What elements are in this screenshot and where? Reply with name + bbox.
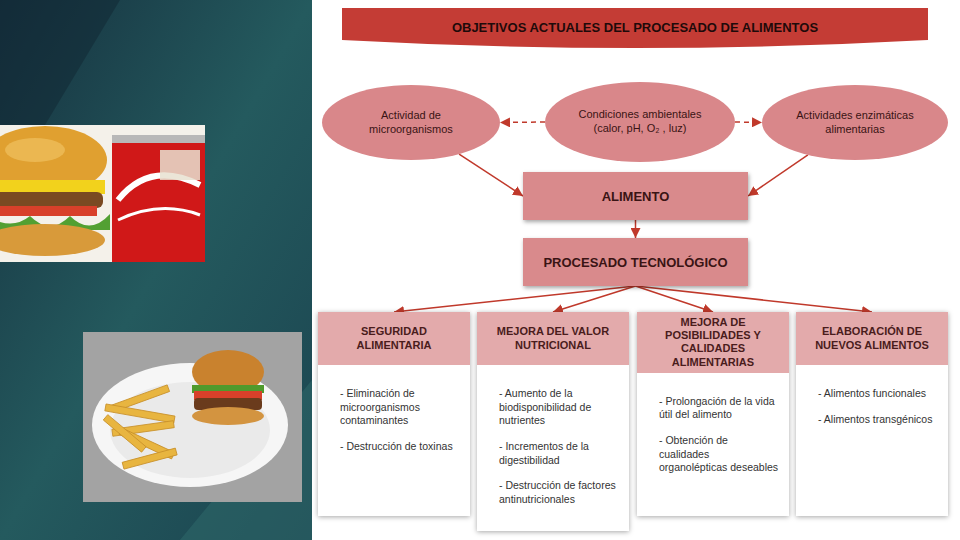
card-heading: MEJORA DEL VALOR NUTRICIONAL xyxy=(483,325,623,351)
objective-card: MEJORA DEL VALOR NUTRICIONAL - Aumento de… xyxy=(477,312,629,531)
flow-arrow xyxy=(553,286,636,312)
objective-item: - Incrementos de la digestibilidad xyxy=(499,440,619,467)
card-header: SEGURIDAD ALIMENTARIA xyxy=(318,312,470,365)
factor-ellipse: Actividades enzimáticas alimentarias xyxy=(762,85,948,160)
objective-item: - Obtención de cualidades organolépticas… xyxy=(659,434,779,475)
objective-card: ELABORACIÓN DE NUEVOS ALIMENTOS - Aliment… xyxy=(796,312,948,516)
card-heading: SEGURIDAD ALIMENTARIA xyxy=(324,325,464,351)
side-panel xyxy=(0,0,312,540)
card-body: - Prolongación de la vida útil del alime… xyxy=(637,373,789,495)
process-label: ALIMENTO xyxy=(602,189,670,204)
flow-arrow xyxy=(394,286,636,312)
card-header: MEJORA DE POSIBILIDADES Y CALIDADES ALIM… xyxy=(637,312,789,373)
flow-arrow xyxy=(748,155,808,196)
diagram-title: OBJETIVOS ACTUALES DEL PROCESADO DE ALIM… xyxy=(342,8,928,46)
card-body: - Eliminación de microorganismos contami… xyxy=(318,365,470,474)
objective-item: - Destrucción de toxinas xyxy=(340,440,460,454)
flow-arrow xyxy=(500,121,545,123)
flow-arrow xyxy=(635,220,637,238)
factor-ellipse: Condiciones ambientales (calor, pH, O₂ ,… xyxy=(545,82,735,162)
factor-label: Actividades enzimáticas alimentarias xyxy=(788,109,922,137)
flow-arrow xyxy=(636,286,873,312)
objective-item: - Prolongación de la vida útil del alime… xyxy=(659,395,779,422)
process-box: PROCESADO TECNOLÓGICO xyxy=(523,238,748,286)
card-body: - Aumento de la biodisponibilidad de nut… xyxy=(477,365,629,526)
burger-cola-photo xyxy=(0,125,205,262)
ellipse-shape xyxy=(545,82,735,162)
card-header: MEJORA DEL VALOR NUTRICIONAL xyxy=(477,312,629,365)
card-heading: MEJORA DE POSIBILIDADES Y CALIDADES ALIM… xyxy=(643,316,783,369)
ellipse-shape xyxy=(322,85,500,160)
objective-card: MEJORA DE POSIBILIDADES Y CALIDADES ALIM… xyxy=(637,312,789,516)
burger-fries-photo xyxy=(83,332,302,502)
objective-item: - Eliminación de microorganismos contami… xyxy=(340,387,460,428)
factor-label: Actividad de microorganismos xyxy=(347,109,475,137)
factor-label: Condiciones ambientales (calor, pH, O₂ ,… xyxy=(572,108,709,136)
title-banner xyxy=(342,8,928,48)
objective-item: - Destrucción de factores antinutriciona… xyxy=(499,479,619,506)
content-panel xyxy=(312,0,960,540)
flow-arrow xyxy=(735,121,762,123)
objective-item: - Aumento de la biodisponibilidad de nut… xyxy=(499,387,619,428)
factor-ellipse: Actividad de microorganismos xyxy=(322,85,500,160)
card-body: - Alimentos funcionales - Alimentos trans… xyxy=(796,365,948,446)
objective-item: - Alimentos funcionales xyxy=(818,387,938,401)
objective-item: - Alimentos transgénicos xyxy=(818,413,938,427)
process-box: ALIMENTO xyxy=(523,172,748,220)
card-header: ELABORACIÓN DE NUEVOS ALIMENTOS xyxy=(796,312,948,365)
process-label: PROCESADO TECNOLÓGICO xyxy=(543,255,727,270)
ellipse-shape xyxy=(762,85,948,160)
objective-card: SEGURIDAD ALIMENTARIA - Eliminación de mi… xyxy=(318,312,470,516)
flow-arrow xyxy=(459,154,523,196)
card-heading: ELABORACIÓN DE NUEVOS ALIMENTOS xyxy=(802,325,942,351)
